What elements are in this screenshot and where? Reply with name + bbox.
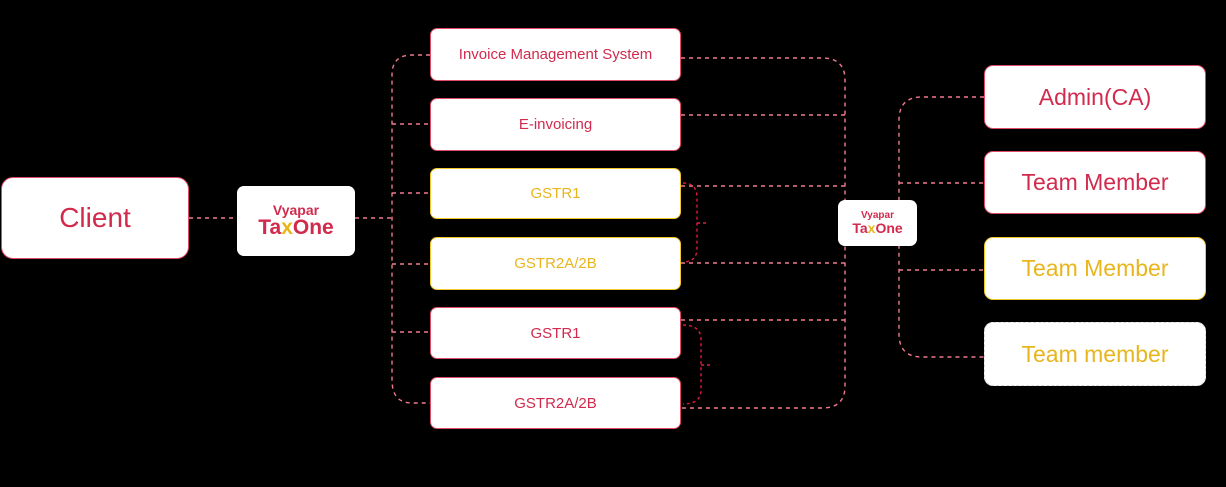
- user-label: Team Member: [1021, 169, 1169, 195]
- client-node: Client: [1, 177, 189, 259]
- module-gstr2a-2b-primary: GSTR2A/2B: [430, 237, 681, 290]
- user-team-member-1: Team Member: [984, 151, 1206, 214]
- module-label: GSTR1: [530, 185, 581, 202]
- module-label: Invoice Management System: [458, 46, 653, 63]
- user-label: Admin(CA): [1038, 83, 1152, 110]
- module-invoice-management-system: Invoice Management System: [430, 28, 681, 81]
- logo-vyapar-text: Vyapar: [272, 201, 320, 218]
- center-spine: [681, 57, 846, 409]
- module-e-invoicing: E-invoicing: [430, 98, 681, 151]
- bracket-gstr-pair-1: [682, 182, 698, 263]
- module-label: GSTR2A/2B: [514, 394, 597, 412]
- logo-vyapar-text: Vyapar: [861, 209, 894, 221]
- vyapar-taxone-logo-small: Vyapar TaxOne: [838, 200, 917, 246]
- logo-taxone-text: TaxOne: [852, 219, 903, 236]
- left-spine: [391, 54, 430, 404]
- user-team-member-2: Team Member: [984, 237, 1206, 300]
- module-gstr2a-2b-secondary: GSTR2A/2B: [430, 377, 681, 429]
- module-label: GSTR2A/2B: [514, 255, 597, 272]
- user-label: Team member: [1021, 340, 1169, 367]
- user-admin-ca: Admin(CA): [984, 65, 1206, 129]
- user-label: Team Member: [1021, 255, 1169, 281]
- bracket-gstr-pair-2: [682, 324, 702, 405]
- module-label: GSTR1: [530, 324, 581, 342]
- user-team-member-3: Team member: [984, 322, 1206, 386]
- logo-taxone-text: TaxOne: [258, 215, 334, 239]
- module-gstr1-secondary: GSTR1: [430, 307, 681, 359]
- module-label: E-invoicing: [518, 116, 593, 133]
- vyapar-taxone-logo: Vyapar TaxOne: [237, 186, 355, 256]
- module-gstr1-primary: GSTR1: [430, 168, 681, 219]
- client-label: Client: [59, 202, 131, 233]
